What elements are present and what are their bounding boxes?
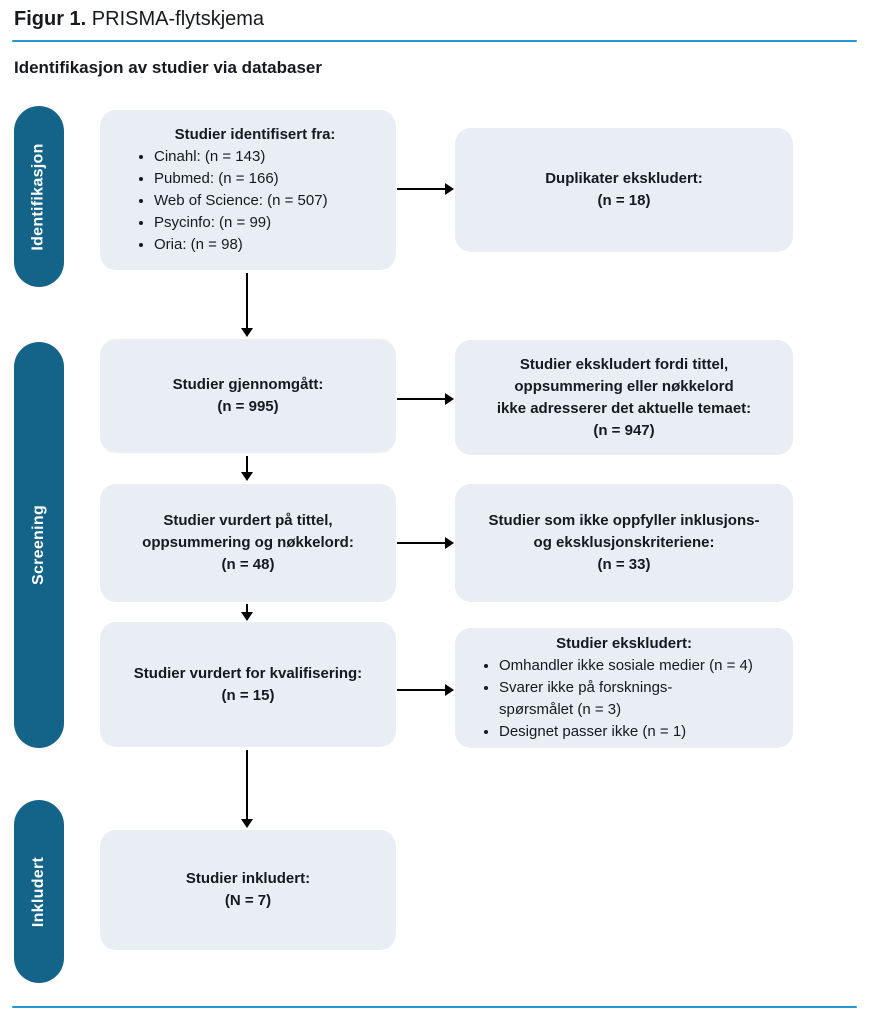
arrow-shaft (246, 273, 248, 330)
box-line: Studier som ikke oppfyller inklusjons- (488, 512, 760, 529)
box-title: Studier ekskludert: (556, 635, 692, 652)
list-item: Omhandler ikke sosiale medier (n = 4) (499, 655, 779, 677)
box-line: (n = 18) (597, 192, 651, 209)
box-studies-identified: Studier identifisert fra: Cinahl: (n = 1… (100, 110, 396, 270)
arrow-to-excluded-by-title (397, 393, 454, 405)
arrow-shaft (246, 604, 248, 614)
box-line: ikke adresserer det aktuelle temaet: (496, 399, 752, 417)
box-line: Studier ekskludert fordi tittel, (519, 355, 729, 373)
box-title: Studier identifisert fra: (174, 126, 336, 143)
stage-label-screening: Screening (30, 504, 47, 586)
arrow-head-down-icon (241, 472, 253, 481)
box-line: (n = 15) (221, 686, 275, 704)
box-studies-included: Studier inkludert: (N = 7) (100, 830, 396, 950)
box-studies-screened: Studier gjennomgått: (n = 995) (100, 339, 396, 453)
box-line: Studier vurdert for kvalifisering: (133, 664, 363, 682)
stage-label-included: Inkludert (30, 856, 48, 927)
arrow-shaft (246, 750, 248, 821)
figure-label: Figur 1. (14, 8, 87, 30)
arrow-to-criteria (397, 537, 454, 549)
arrow-shaft (397, 188, 447, 190)
arrow-eligibility-to-included (241, 750, 253, 828)
box-line: oppsummering eller nøkkelord (514, 377, 734, 395)
list-item: Pubmed: (n = 166) (154, 168, 386, 190)
bottom-divider (12, 1006, 857, 1008)
box-assessed-for-eligibility: Studier vurdert for kvalifisering: (n = … (100, 622, 396, 747)
arrow-shaft (397, 398, 447, 400)
box-line: (n = 947) (593, 421, 655, 439)
stage-label-identification: Identifikasjon (30, 142, 48, 251)
box-excluded-reasons: Studier ekskludert: Omhandler ikke sosia… (455, 628, 793, 748)
box-line: (n = 995) (217, 398, 279, 415)
list-item: Psycinfo: (n = 99) (154, 212, 386, 234)
source-list: Cinahl: (n = 143) Pubmed: (n = 166) Web … (130, 146, 386, 256)
arrow-head-down-icon (241, 612, 253, 621)
figure-name: PRISMA-flytskjema (86, 8, 265, 30)
box-line: oppsummering og nøkkelord: (142, 534, 354, 551)
box-excluded-by-title: Studier ekskludert fordi tittel, oppsumm… (455, 340, 793, 455)
list-item: Svarer ikke på forsknings- spørsmålet (n… (499, 677, 779, 721)
arrow-identified-to-screened (241, 273, 253, 337)
arrow-assessed-to-eligibility (241, 604, 253, 621)
list-item: Oria: (n = 98) (154, 234, 386, 256)
arrow-shaft (397, 542, 447, 544)
box-line: Duplikater ekskludert: (545, 170, 703, 187)
box-line: (N = 7) (224, 892, 272, 909)
list-item: Designet passer ikke (n = 1) (499, 721, 779, 743)
box-line: Studier vurdert på tittel, (163, 512, 333, 529)
figure-title: Figur 1. PRISMA-flytskjema (14, 8, 264, 31)
box-line: Studier gjennomgått: (172, 376, 324, 393)
box-line: (n = 48) (221, 556, 275, 573)
arrow-to-excluded-reasons (397, 684, 454, 696)
stage-pill-included: Inkludert (14, 800, 64, 983)
section-heading: Identifikasjon av studier via databaser (14, 58, 323, 77)
box-not-meeting-criteria: Studier som ikke oppfyller inklusjons- o… (455, 484, 793, 602)
arrow-shaft (246, 456, 248, 474)
arrow-head-right-icon (445, 393, 454, 405)
arrow-to-duplicates (397, 183, 454, 195)
arrow-head-right-icon (445, 183, 454, 195)
arrow-shaft (397, 689, 447, 691)
arrow-head-right-icon (445, 684, 454, 696)
box-assessed-title-abstract: Studier vurdert på tittel, oppsummering … (100, 484, 396, 602)
box-line: og eksklusjonskriteriene: (533, 534, 715, 551)
list-item: Cinahl: (n = 143) (154, 146, 386, 168)
top-divider (12, 40, 857, 42)
stage-pill-screening: Screening (14, 342, 64, 748)
stage-pill-identification: Identifikasjon (14, 106, 64, 287)
box-line: (n = 33) (597, 556, 651, 573)
box-line: Studier inkludert: (185, 870, 311, 887)
list-item: Web of Science: (n = 507) (154, 190, 386, 212)
arrow-screened-to-assessed (241, 456, 253, 481)
reason-list: Omhandler ikke sosiale medier (n = 4) Sv… (469, 655, 779, 743)
arrow-head-right-icon (445, 537, 454, 549)
arrow-head-down-icon (241, 328, 253, 337)
arrow-head-down-icon (241, 819, 253, 828)
box-duplicates-excluded: Duplikater ekskludert: (n = 18) (455, 128, 793, 252)
